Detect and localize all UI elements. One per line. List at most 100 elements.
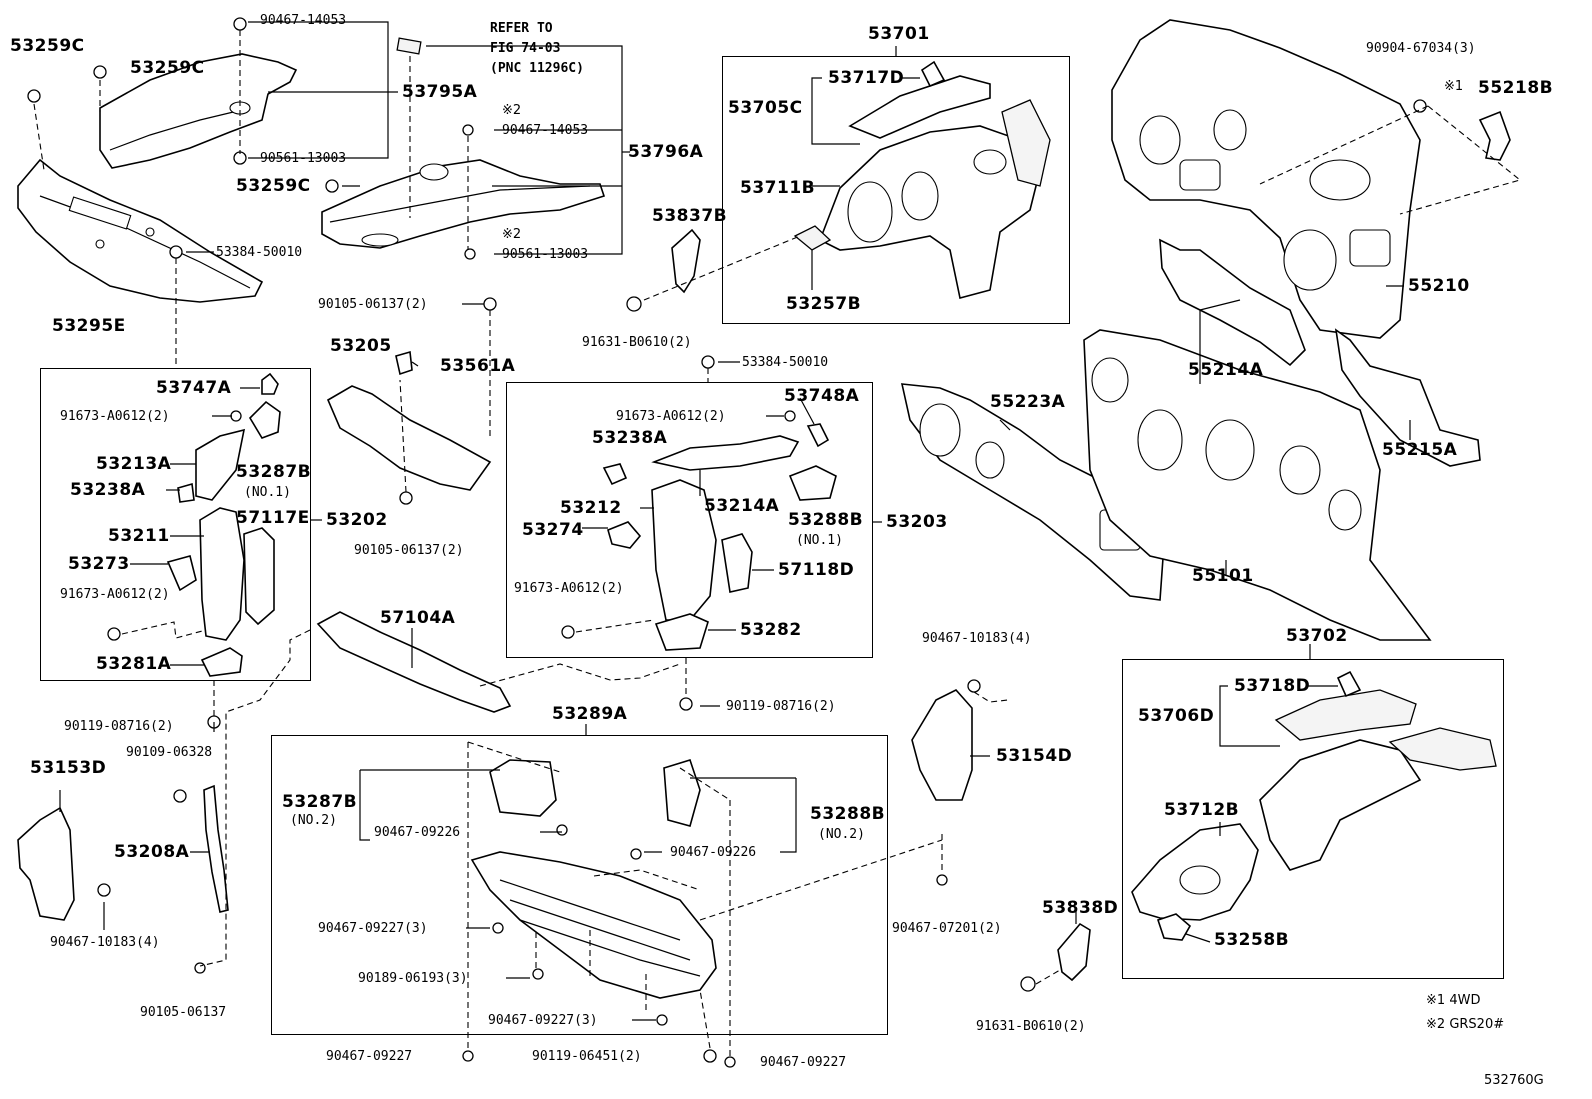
label-53238A-b: 53238A (592, 428, 668, 448)
label-mark2-a: ※2 (502, 103, 522, 118)
part-53212-side-member (651, 479, 717, 621)
label-53259C-a: 53259C (10, 36, 85, 56)
label-53211: 53211 (108, 526, 170, 546)
label-90561-13003-a: 90561-13003 (260, 151, 347, 166)
part-53282 (654, 613, 709, 651)
label-53208A: 53208A (114, 842, 190, 862)
part-53748A (806, 423, 830, 448)
part-53154D (911, 689, 973, 801)
label-53259C-b: 53259C (130, 58, 205, 78)
label-90109-06328: 90109-06328 (126, 745, 213, 760)
label-90119-08716-a: 90119-08716(2) (64, 719, 174, 734)
part-53718D (1336, 670, 1362, 698)
part-53838D (1057, 922, 1091, 982)
label-53153D: 53153D (30, 758, 107, 778)
label-mark1: ※1 (1444, 79, 1464, 94)
label-91631-B0610-b: 91631-B0610(2) (976, 1019, 1086, 1034)
part-53295E-cowl-panel (17, 158, 264, 303)
part-53711B-apron (793, 75, 1051, 299)
label-90467-09227-c: 90467-09227 (326, 1049, 413, 1064)
label-90105-06137-b: 90105-06137(2) (354, 543, 464, 558)
label-53273: 53273 (68, 554, 130, 574)
label-90467-10183-b: 90467-10183(4) (922, 631, 1032, 646)
label-91673-A0612-c: 91673-A0612(2) (616, 409, 726, 424)
label-53288B-b: 53288B (810, 804, 886, 824)
label-no1-b: (NO.1) (796, 533, 843, 548)
group-box-53202 (40, 368, 311, 681)
part-53205-support (326, 385, 492, 491)
label-53258B: 53258B (1214, 930, 1290, 950)
label-53154D: 53154D (996, 746, 1073, 766)
part-53258B (1156, 913, 1192, 941)
label-90105-06137-a: 90105-06137(2) (318, 297, 428, 312)
note-1: ※1 4WD (1426, 994, 1480, 1007)
label-53212: 53212 (560, 498, 622, 518)
part-57104A-crossmember (316, 611, 512, 713)
label-55214A: 55214A (1188, 360, 1264, 380)
part-53712B-apron (1131, 689, 1497, 921)
part-53287B-no2 (489, 759, 557, 817)
label-53795A: 53795A (402, 82, 478, 102)
label-90467-09227-b: 90467-09227(3) (488, 1013, 598, 1028)
label-53281A: 53281A (96, 654, 172, 674)
part-57118D (721, 533, 753, 593)
label-53718D: 53718D (1234, 676, 1311, 696)
part-53281A (200, 647, 243, 677)
leader-lines (59, 21, 1411, 1021)
label-55218B: 55218B (1478, 78, 1554, 98)
group-box-53702 (1122, 659, 1504, 979)
label-53717D: 53717D (828, 68, 905, 88)
label-53288B-a: 53288B (788, 510, 864, 530)
label-53205: 53205 (330, 336, 392, 356)
label-90467-09226-b: 90467-09226 (670, 845, 757, 860)
part-53274 (607, 521, 642, 549)
label-53202: 53202 (326, 510, 388, 530)
label-53295E: 53295E (52, 316, 126, 336)
part-53747A (261, 372, 279, 395)
label-53712B: 53712B (1164, 800, 1240, 820)
part-55218B (1478, 110, 1511, 161)
part-53208A (203, 784, 229, 913)
part-53561A (395, 350, 413, 376)
label-53287B-a: 53287B (236, 462, 312, 482)
label-90189-06193: 90189-06193(3) (358, 971, 468, 986)
part-53153D (17, 806, 75, 921)
label-53384-50010-b: 53384-50010 (742, 355, 829, 370)
label-53837B: 53837B (652, 206, 728, 226)
part-55223A-insulator (900, 383, 1166, 601)
diagram-code: 532760G (1484, 1073, 1544, 1088)
label-91673-A0612-b: 91673-A0612(2) (60, 587, 170, 602)
label-91673-A0612-a: 91673-A0612(2) (60, 409, 170, 424)
label-53238A-a: 53238A (70, 480, 146, 500)
group-box-53289A (271, 735, 888, 1035)
part-53287B-no1 (248, 400, 281, 439)
label-55215A: 55215A (1382, 440, 1458, 460)
part-55214A-silencer (1159, 238, 1306, 367)
part-53214A (651, 435, 800, 471)
part-55101-insulator (1083, 329, 1432, 641)
label-no2-a: (NO.2) (290, 813, 337, 828)
assembly-dashed-lines (33, 30, 1522, 1056)
note-2-mark: ※2 (1426, 1017, 1446, 1032)
group-box-53701 (722, 56, 1070, 324)
label-91673-A0612-d: 91673-A0612(2) (514, 581, 624, 596)
label-90467-09227-a: 90467-09227(3) (318, 921, 428, 936)
part-53796A-cover (321, 159, 606, 249)
label-90561-13003-b: 90561-13003 (502, 247, 589, 262)
part-53238A-b (602, 463, 628, 486)
label-53257B: 53257B (786, 294, 862, 314)
label-53702: 53702 (1286, 626, 1348, 646)
label-53287B-b: 53287B (282, 792, 358, 812)
part-55215A-silencer (1334, 328, 1481, 467)
part-53238A-a (177, 482, 195, 503)
label-53274: 53274 (522, 520, 584, 540)
label-90467-14053-a: 90467-14053 (260, 13, 347, 28)
label-90467-09226-a: 90467-09226 (374, 825, 461, 840)
note-1-mark: ※1 (1426, 993, 1446, 1008)
label-57118D: 57118D (778, 560, 855, 580)
label-53701: 53701 (868, 24, 930, 44)
refer-tag (396, 37, 422, 55)
label-no2-b: (NO.2) (818, 827, 865, 842)
